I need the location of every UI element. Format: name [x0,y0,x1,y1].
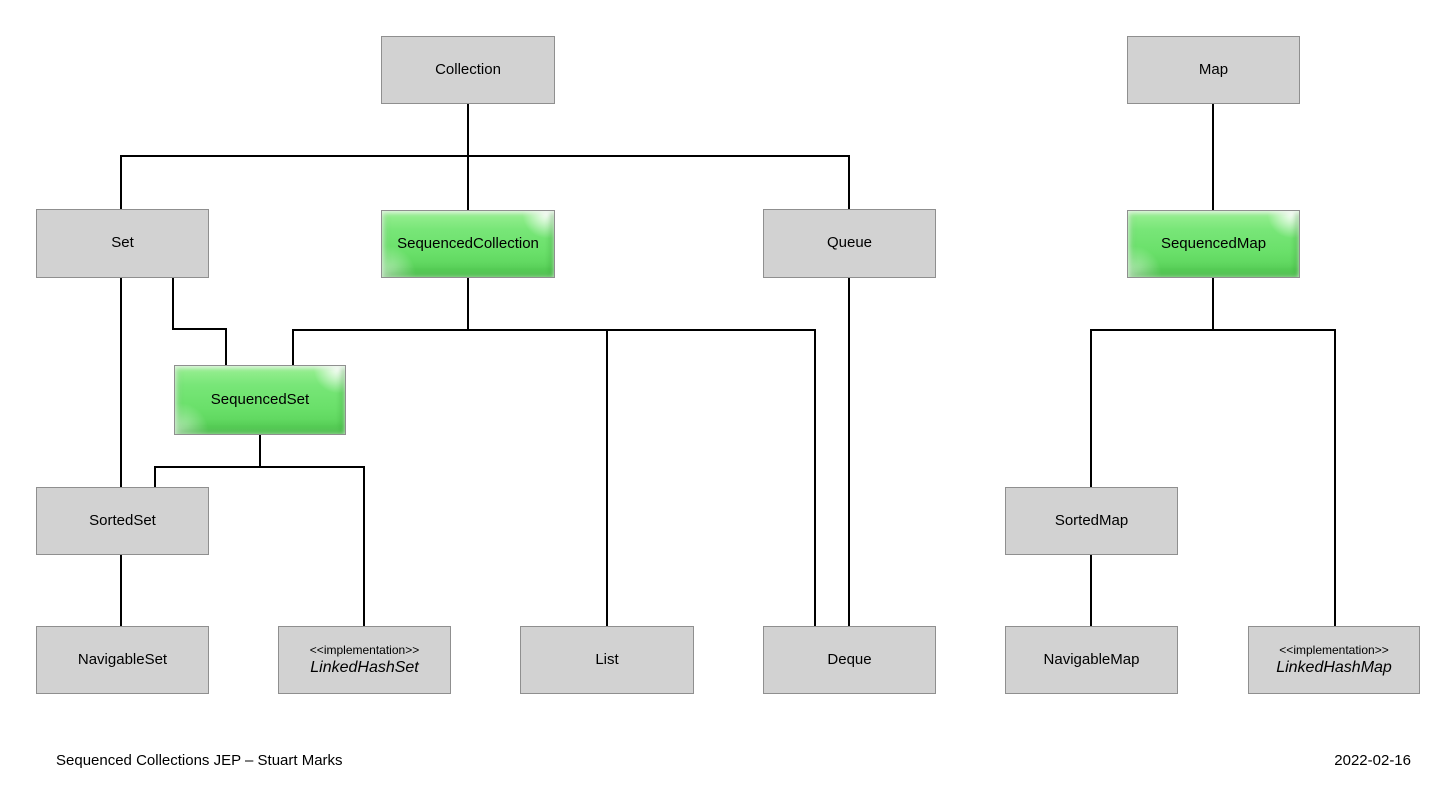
node-sequenced-set-label: SequencedSet [210,390,310,408]
node-queue-label: Queue [826,234,873,252]
edge-sequenced-set-to-sorted-set-seg2 [154,466,156,488]
node-navigable-set-label: NavigableSet [77,650,168,668]
node-linked-hash-map-stereotype: <<implementation>> [1279,642,1389,657]
edge-sequenced-set-to-sorted-set-seg1 [154,466,261,468]
node-linked-hash-set-stereotype: <<implementation>> [309,642,420,657]
node-deque: Deque [763,626,936,694]
edge-sequenced-map-to-sorted-map-seg1 [1090,329,1214,331]
node-sequenced-map: SequencedMap [1127,210,1300,278]
footer-credit: Sequenced Collections JEP – Stuart Marks [56,752,343,769]
node-navigable-map-label: NavigableMap [1043,650,1140,668]
edge-sequenced-set-to-linked-hash-set-seg1 [259,466,365,468]
footer-date: 2022-02-16 [1334,752,1411,769]
edge-sequenced-map-to-linked-hash-map-seg2 [1334,329,1336,627]
edge-sequenced-collection-to-sequenced-set-seg1 [292,329,469,331]
edge-collection-to-set-seg1 [120,155,469,157]
edge-collection-to-queue-seg1 [467,155,850,157]
node-deque-label: Deque [827,650,872,668]
edge-sequenced-collection-to-list-seg2 [606,329,608,627]
edge-sorted-map-to-navigable-map-seg0 [1090,554,1092,627]
edge-sequenced-collection-to-deque-seg0 [467,277,469,331]
edge-sequenced-collection-to-deque-seg2 [814,329,816,627]
node-linked-hash-set: <<implementation>>LinkedHashSet [278,626,451,694]
edge-set-to-sorted-set-seg0 [120,277,122,488]
edge-sequenced-map-to-linked-hash-map-seg1 [1212,329,1336,331]
node-navigable-set: NavigableSet [36,626,209,694]
edge-set-to-sequenced-set-seg1 [172,328,227,330]
node-collection: Collection [381,36,555,104]
edge-sequenced-set-to-linked-hash-set-seg2 [363,466,365,627]
node-sequenced-collection-label: SequencedCollection [397,234,539,252]
edge-sequenced-collection-to-deque-seg1 [467,329,816,331]
edge-collection-to-queue-seg0 [467,103,469,157]
node-set: Set [36,209,209,278]
edge-collection-to-sequenced-collection-seg0 [467,103,469,211]
node-linked-hash-map-label: LinkedHashMap [1276,658,1392,676]
node-set-label: Set [111,234,134,252]
edge-collection-to-queue-seg2 [848,155,850,210]
node-sequenced-set: SequencedSet [174,365,346,435]
edge-queue-to-deque-seg0 [848,277,850,627]
node-list: List [520,626,694,694]
node-sorted-set-label: SortedSet [89,511,156,529]
node-linked-hash-map: <<implementation>>LinkedHashMap [1248,626,1420,694]
node-sorted-set: SortedSet [36,487,209,555]
node-sequenced-collection: SequencedCollection [381,210,555,278]
edge-set-to-sequenced-set-seg0 [172,277,174,330]
edge-collection-to-set-seg2 [120,155,122,210]
edge-sequenced-set-to-linked-hash-set-seg0 [259,434,261,468]
node-sorted-map-label: SortedMap [1054,511,1129,529]
node-queue: Queue [763,209,936,278]
edge-map-to-sequenced-map-seg0 [1212,103,1214,211]
node-map-label: Map [1198,60,1229,78]
node-sorted-map: SortedMap [1005,487,1178,555]
node-navigable-map: NavigableMap [1005,626,1178,694]
node-linked-hash-set-label: LinkedHashSet [310,658,419,676]
edge-sequenced-map-to-linked-hash-map-seg0 [1212,277,1214,331]
edge-set-to-sequenced-set-seg2 [225,328,227,366]
node-collection-label: Collection [435,60,501,78]
edge-sequenced-collection-to-sequenced-set-seg2 [292,329,294,366]
edge-sequenced-map-to-sorted-map-seg2 [1090,329,1092,488]
node-sequenced-map-label: SequencedMap [1160,234,1267,252]
edge-sorted-set-to-navigable-set-seg0 [120,554,122,627]
node-map: Map [1127,36,1300,104]
node-list-label: List [595,650,619,668]
